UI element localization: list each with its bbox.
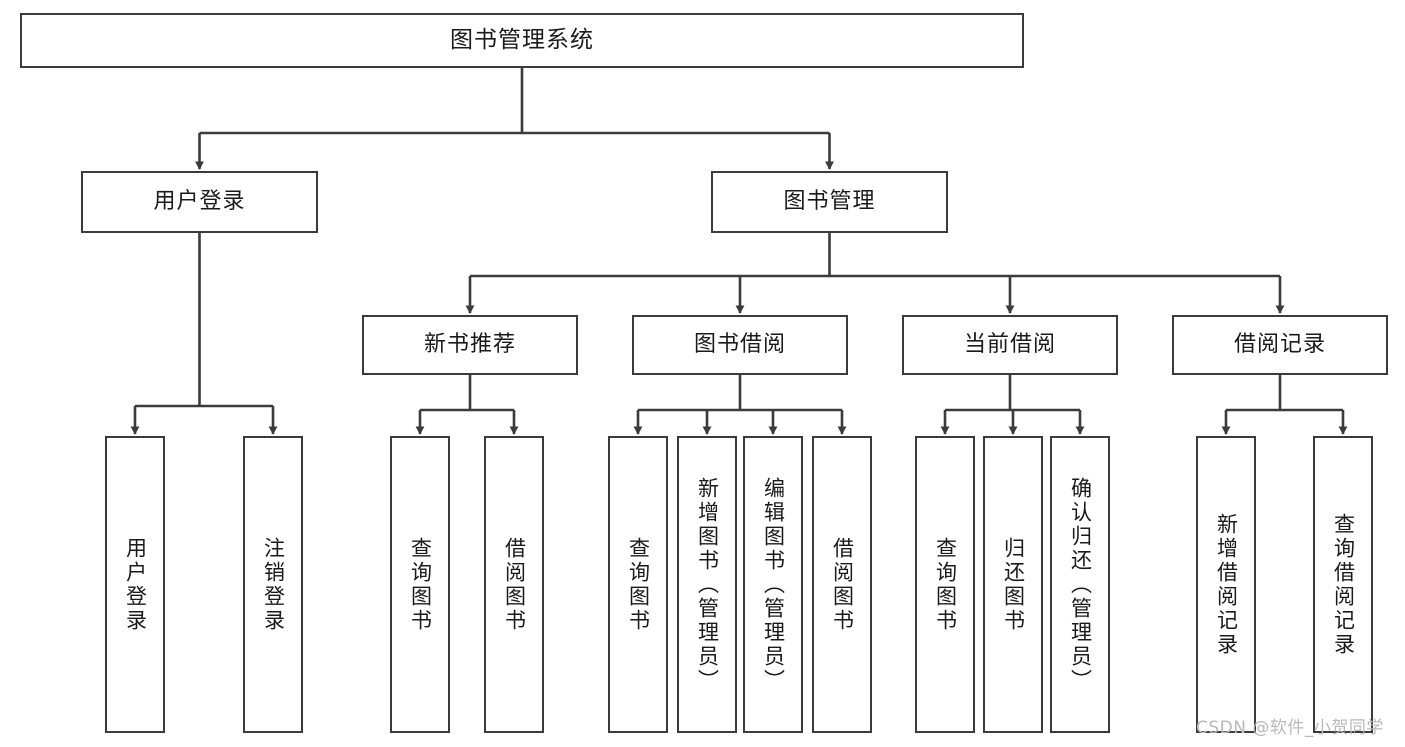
node-borrow[interactable]: 图书借阅 xyxy=(632,315,848,375)
node-leaf-return-book[interactable]: 归还图书 xyxy=(983,436,1043,733)
node-leaf-borrow-book-2[interactable]: 借阅图书 xyxy=(812,436,872,733)
node-label: 编辑图书（管理员） xyxy=(761,476,786,693)
node-label: 新增借阅记录 xyxy=(1214,512,1239,657)
node-label: 图书借阅 xyxy=(693,331,786,357)
node-leaf-add-book[interactable]: 新增图书（管理员） xyxy=(677,436,737,733)
node-leaf-add-record[interactable]: 新增借阅记录 xyxy=(1196,436,1256,733)
node-label: 新书推荐 xyxy=(423,331,516,357)
node-bookmgmt[interactable]: 图书管理 xyxy=(711,171,948,233)
node-label: 用户登录 xyxy=(153,188,246,214)
node-label: 用户登录 xyxy=(123,536,148,633)
node-label: 借阅图书 xyxy=(502,536,527,633)
node-label: 注销登录 xyxy=(261,536,286,633)
node-leaf-query-book-2[interactable]: 查询图书 xyxy=(608,436,668,733)
node-leaf-borrow-book-1[interactable]: 借阅图书 xyxy=(484,436,544,733)
node-label: 归还图书 xyxy=(1001,536,1026,633)
node-label: 图书管理 xyxy=(783,188,876,214)
node-login[interactable]: 用户登录 xyxy=(81,171,318,233)
node-label: 查询图书 xyxy=(626,536,651,633)
node-label: 查询图书 xyxy=(933,536,958,633)
node-label: 借阅图书 xyxy=(830,536,855,633)
node-leaf-user-login[interactable]: 用户登录 xyxy=(105,436,165,733)
node-leaf-logout[interactable]: 注销登录 xyxy=(243,436,303,733)
node-label: 借阅记录 xyxy=(1233,331,1326,357)
node-leaf-query-book-3[interactable]: 查询图书 xyxy=(915,436,975,733)
node-newbook[interactable]: 新书推荐 xyxy=(362,315,578,375)
node-label: 查询图书 xyxy=(408,536,433,633)
node-label: 查询借阅记录 xyxy=(1331,512,1356,657)
node-leaf-confirm-return[interactable]: 确认归还（管理员） xyxy=(1050,436,1110,733)
node-records[interactable]: 借阅记录 xyxy=(1172,315,1388,375)
node-label: 图书管理系统 xyxy=(450,26,594,53)
node-label: 确认归还（管理员） xyxy=(1068,476,1093,693)
node-leaf-query-book-1[interactable]: 查询图书 xyxy=(390,436,450,733)
node-label: 当前借阅 xyxy=(963,331,1056,357)
edge-group xyxy=(130,68,1348,435)
node-leaf-edit-book[interactable]: 编辑图书（管理员） xyxy=(743,436,803,733)
node-label: 新增图书（管理员） xyxy=(695,476,720,693)
node-leaf-query-record[interactable]: 查询借阅记录 xyxy=(1313,436,1373,733)
node-current[interactable]: 当前借阅 xyxy=(902,315,1118,375)
node-root[interactable]: 图书管理系统 xyxy=(20,13,1024,68)
